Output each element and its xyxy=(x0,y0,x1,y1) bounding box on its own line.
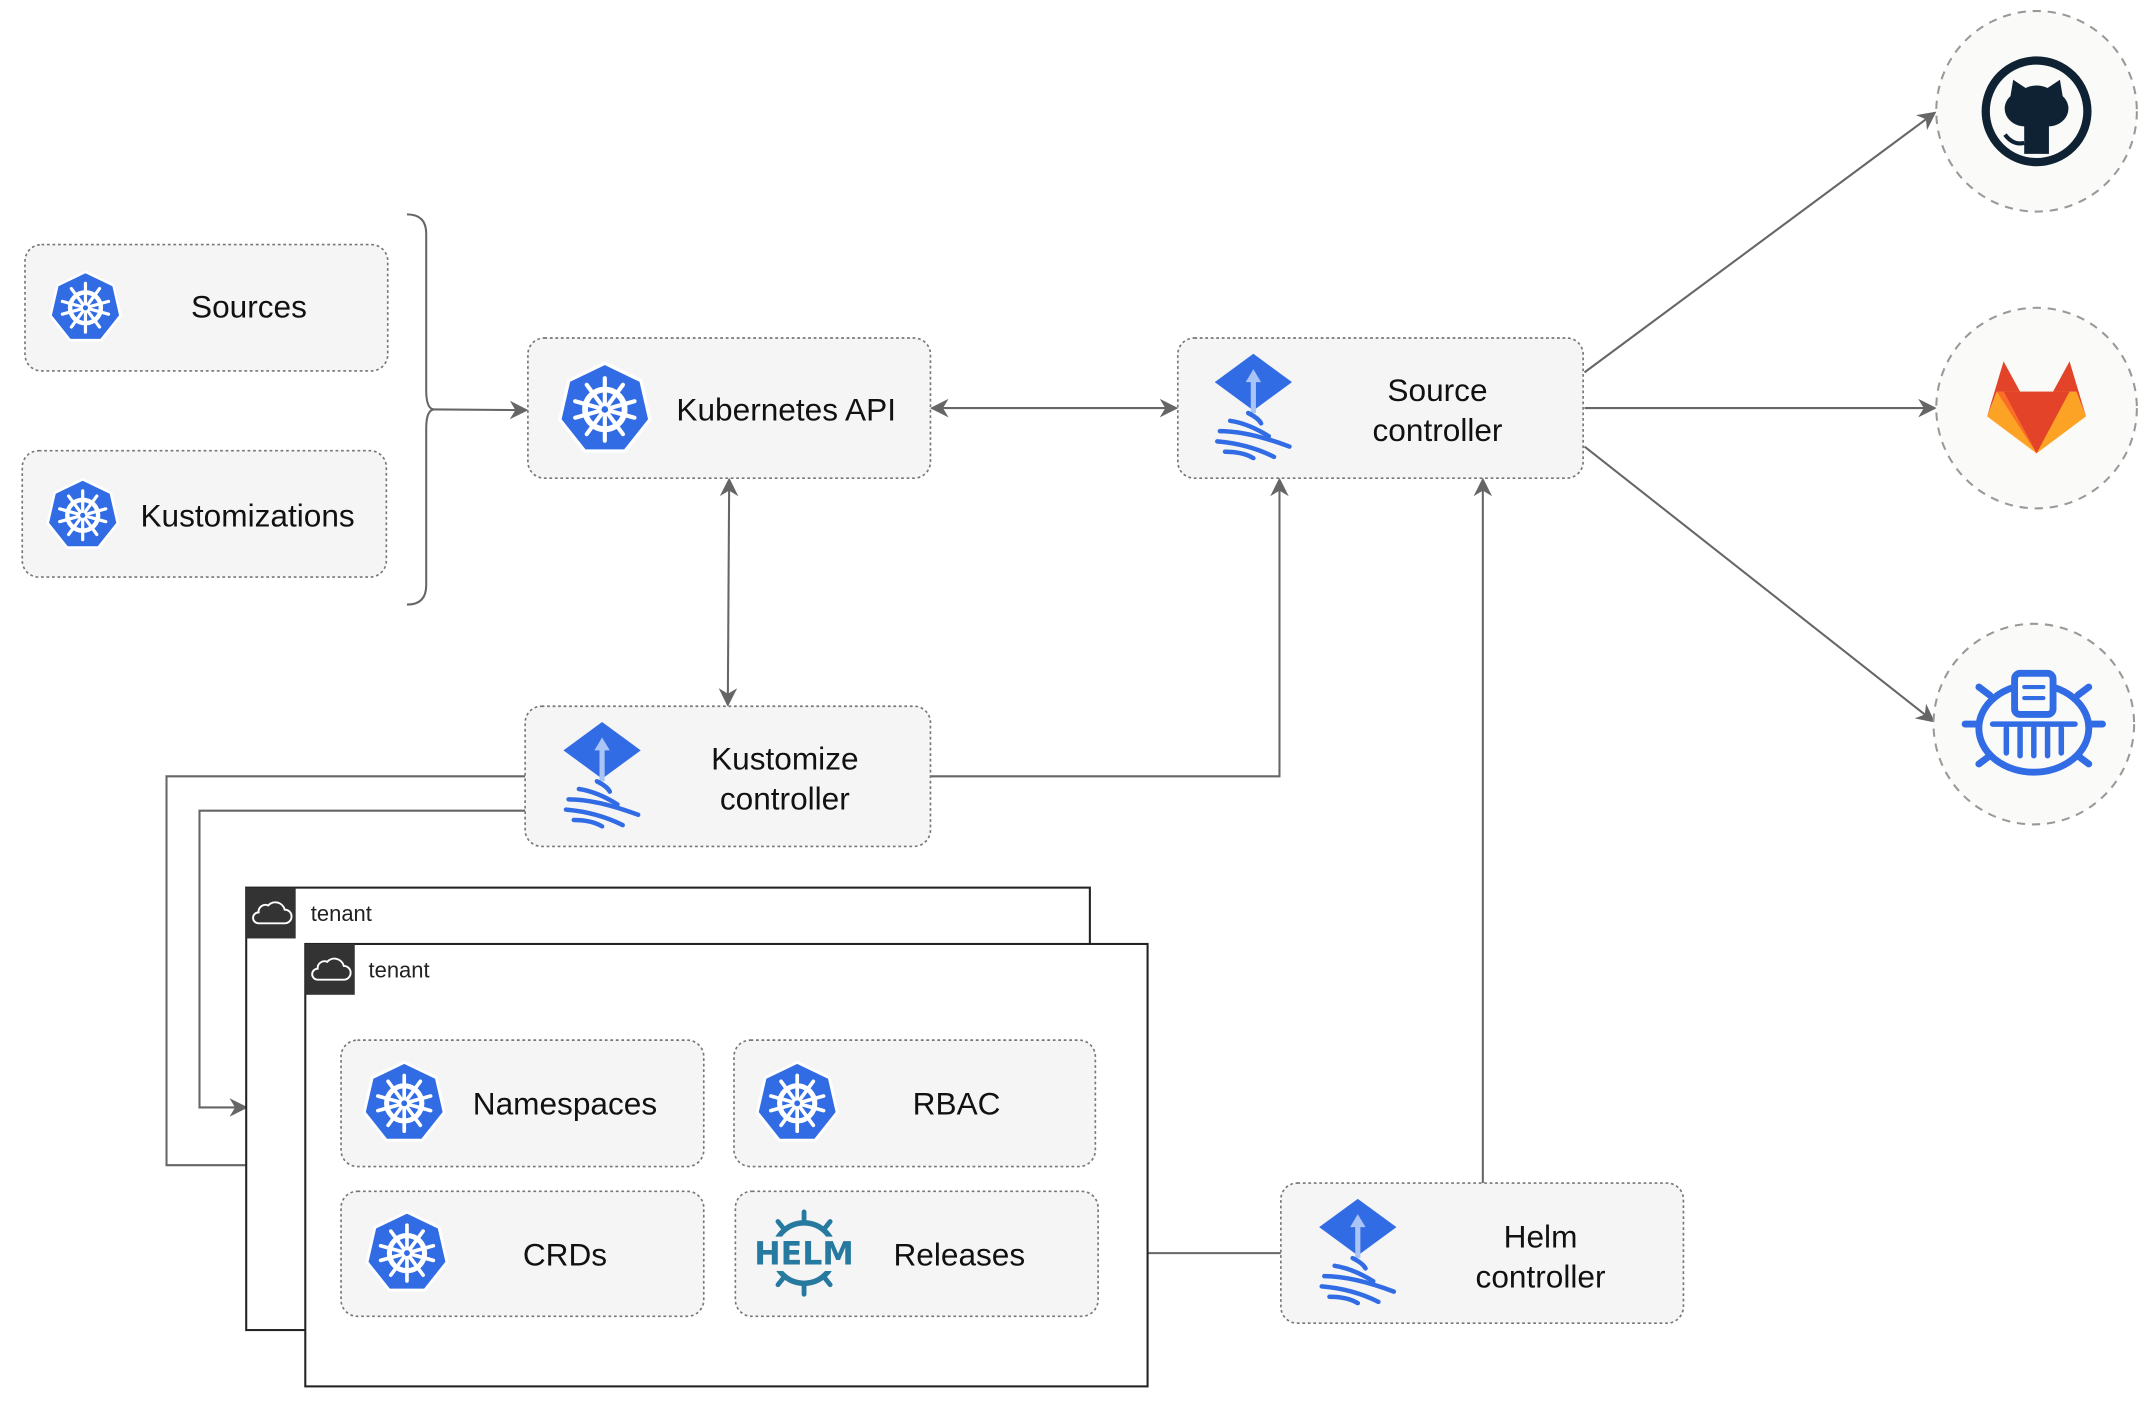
edge-api-kustomize-controller xyxy=(718,477,739,707)
node-sources[interactable]: Sources xyxy=(24,243,389,372)
node-kustomizations[interactable]: Kustomizations xyxy=(21,449,388,578)
gitlab-source[interactable] xyxy=(1935,306,2138,510)
node-kubernetes-api[interactable]: Kubernetes API xyxy=(527,337,932,479)
github-source[interactable] xyxy=(1935,9,2138,213)
node-label: RBAC xyxy=(913,1085,1001,1121)
helm-icon: HELM xyxy=(754,1209,854,1297)
node-label: controller xyxy=(1373,412,1503,448)
node-label: Kustomize xyxy=(711,740,858,776)
tenant-label: tenant xyxy=(311,901,372,926)
node-label: Namespaces xyxy=(473,1085,657,1121)
node-source-controller[interactable]: Source controller xyxy=(1176,337,1584,479)
node-label: CRDs xyxy=(523,1236,607,1272)
edge-kustomize-to-tenant-front xyxy=(165,775,526,1175)
tenant-label: tenant xyxy=(369,958,430,983)
node-label: controller xyxy=(1476,1258,1606,1294)
edge-kustomize-to-tenant-back xyxy=(198,809,526,1117)
helm-repository-source[interactable] xyxy=(1932,622,2136,826)
node-rbac[interactable]: RBAC xyxy=(733,1039,1097,1168)
svg-text:HELM: HELM xyxy=(754,1236,854,1272)
node-label: Sources xyxy=(191,288,307,324)
edge-kustomize-to-source xyxy=(930,477,1289,778)
helm-repository-icon xyxy=(1961,669,2106,776)
brace xyxy=(406,213,435,606)
github-icon xyxy=(1981,56,2092,167)
gitlab-icon xyxy=(1987,361,2087,454)
node-namespaces[interactable]: Namespaces xyxy=(340,1039,705,1168)
node-label: Kubernetes API xyxy=(676,391,896,427)
node-label: Helm xyxy=(1504,1219,1578,1255)
node-label: Source xyxy=(1387,372,1487,408)
node-crds[interactable]: CRDs xyxy=(340,1190,705,1318)
node-releases[interactable]: HELM Releases xyxy=(734,1190,1099,1318)
node-kustomize-controller[interactable]: Kustomize controller xyxy=(524,705,932,848)
cloud-icon xyxy=(252,901,293,925)
edge-source-to-helm-repo xyxy=(1583,445,1935,723)
node-helm-controller[interactable]: Helm controller xyxy=(1280,1182,1685,1325)
tenant-group-front[interactable]: tenant Namespaces RBAC CRDs xyxy=(304,942,1149,1388)
node-label: Kustomizations xyxy=(140,497,354,533)
cloud-icon-bg xyxy=(305,943,355,995)
edge-source-to-github xyxy=(1583,111,1937,374)
cloud-icon xyxy=(311,957,352,981)
cloud-icon-bg xyxy=(246,887,296,939)
node-label: controller xyxy=(720,780,850,816)
node-label: Releases xyxy=(893,1236,1025,1272)
edge-resources-to-api xyxy=(434,400,529,420)
